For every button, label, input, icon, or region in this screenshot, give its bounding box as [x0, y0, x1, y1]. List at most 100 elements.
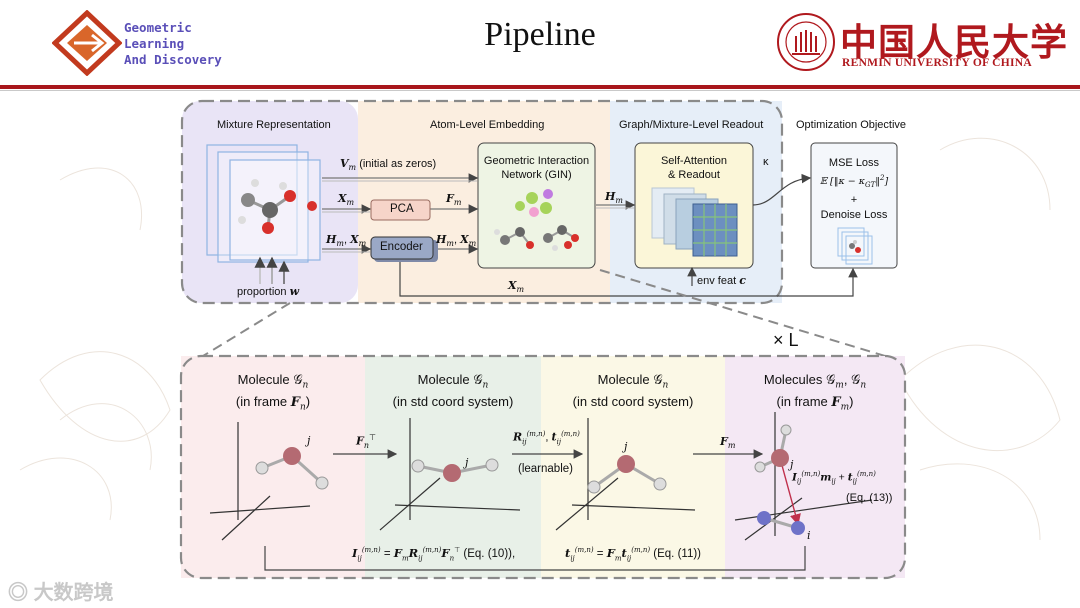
vm-arrow-label: Vm (initial as zeros): [340, 157, 437, 173]
panel4-molecules: [754, 424, 805, 535]
university-seal-icon: [777, 13, 835, 71]
gld-logo-icon: [52, 10, 122, 76]
section-label-mixture: Mixture Representation: [217, 119, 331, 131]
panel4-sub1: m: [835, 380, 844, 391]
panel4-frame: F: [831, 394, 841, 410]
zoom-line-left: [202, 302, 291, 357]
fm-arrow-label: Fm: [446, 192, 462, 208]
panel1-line1: Molecule 𝒢: [237, 372, 303, 387]
env-feat-label: env feat c: [697, 274, 746, 287]
panel1-axes: [209, 422, 311, 541]
panel1-sub1: n: [302, 380, 309, 391]
mse-formula: 𝔼 [‖κ − κGT‖2]: [819, 174, 889, 190]
panel1-bg: [181, 356, 365, 578]
proportion-label: proportion w: [237, 285, 300, 298]
section-label-atom: Atom-Level Embedding: [430, 119, 545, 131]
panel4-equation: Iij(m,n)mij + tij(m,n): [792, 470, 876, 486]
panel3-j-label: j: [624, 440, 628, 453]
denoise-loss-label: Denoise Loss: [820, 209, 888, 222]
page-title: Pipeline: [484, 16, 596, 53]
panel1-close: ): [305, 393, 311, 409]
panel4-title: Molecules 𝒢m, 𝒢n (in frame Fm): [725, 372, 905, 415]
zoom-line-right: [599, 269, 886, 357]
hm-xm-arrow-label-1: Hm, Xm: [326, 233, 367, 249]
section-label-readout: Graph/Mixture-Level Readout: [619, 119, 764, 131]
hm-gin-output-label: Hm: [605, 190, 623, 206]
hm-xm-arrow-label-2: Hm, Xm: [436, 233, 477, 249]
kappa-label: κ: [763, 156, 769, 168]
repeat-label: × L: [773, 330, 799, 350]
plus-sign: +: [850, 194, 858, 207]
panel4-j-label: j: [790, 458, 794, 471]
pca-label: PCA: [390, 203, 414, 215]
panel2-line1: Molecule 𝒢: [417, 372, 483, 387]
panel4-line1: Molecules 𝒢: [763, 372, 836, 387]
panel4-i-label: i: [807, 529, 811, 542]
rotation-translation-label: Rij(m,n), tij(m,n): [513, 430, 580, 446]
panel1-line2: (in frame: [235, 393, 291, 409]
panel1-title: Molecule 𝒢n (in frame Fn): [181, 372, 365, 415]
panel3-sub1: n: [662, 380, 669, 391]
mixture-molecule: [238, 179, 317, 234]
panel3-axes: [555, 418, 696, 531]
denoise-thumbnail: [837, 227, 873, 265]
equation-11: tij(m,n) = Fmtij(m,n) (Eq. (11)): [565, 546, 701, 563]
panel2-j-label: j: [465, 456, 469, 469]
equation-10-ref: (Eq. (10)),: [463, 548, 516, 560]
learnable-label: (learnable): [518, 463, 573, 475]
panel2-axes: [379, 418, 521, 531]
layer-dashed-frame: [179, 354, 907, 580]
panel1-frame: F: [290, 394, 300, 410]
panel4-sub2: m: [840, 402, 850, 413]
lab-name: Geometric Learning And Discovery: [124, 20, 222, 68]
gin-molecules: [494, 189, 579, 251]
panel2-sub1: n: [482, 380, 489, 391]
encoder-dashed-frame: [180, 99, 784, 305]
readout-title-line-1: Self-Attention: [660, 155, 728, 167]
xm-bottom-label: Xm: [508, 279, 525, 295]
mixture-frames: [206, 144, 321, 263]
panel2-molecule: [411, 458, 499, 482]
university-name-en: RENMIN UNIVERSITY OF CHINA: [842, 57, 1033, 69]
panel1-j-label: j: [307, 434, 311, 447]
lab-name-line-1: Geometric: [124, 20, 192, 35]
lab-name-line-2: Learning: [124, 36, 185, 51]
panel4-eq-ref: (Eq. (13)): [846, 492, 893, 504]
watermark-icon: ◎: [8, 582, 28, 604]
watermark-label: 大数跨境: [33, 582, 114, 604]
gin-title-line-2: Network (GIN): [501, 169, 572, 181]
panel1-sub2: n: [300, 402, 306, 413]
panel2-line2: (in std coord system): [392, 393, 514, 409]
section-label-optimization: Optimization Objective: [796, 119, 907, 131]
panel3-line2: (in std coord system): [572, 393, 694, 409]
readout-title: Self-Attention & Readout: [635, 154, 753, 182]
objective-text: MSE Loss 𝔼 [‖κ − κGT‖2] + Denoise Loss: [811, 156, 897, 223]
encoder-box: [370, 236, 434, 260]
watermark-text: ◎ 大数跨境: [8, 576, 114, 605]
gin-title-line-1: Geometric Interaction: [483, 155, 590, 167]
panel3-line1: Molecule 𝒢: [597, 372, 663, 387]
lab-name-line-3: And Discovery: [124, 52, 222, 67]
equation-11-ref: (Eq. (11)): [653, 548, 701, 560]
gin-title: Geometric Interaction Network (GIN): [478, 154, 595, 182]
fn-transpose-label: Fn⊤: [356, 433, 376, 450]
readout-title-line-2: & Readout: [668, 169, 720, 181]
header-divider-thin: [0, 90, 1080, 91]
panel3-title: Molecule 𝒢n (in std coord system): [541, 372, 725, 409]
pca-box: [370, 199, 431, 221]
xm-arrow-label: Xm: [338, 192, 355, 208]
panel4-mid: , 𝒢: [843, 372, 861, 387]
panel2-title: Molecule 𝒢n (in std coord system): [365, 372, 541, 409]
panel4-close: ): [849, 393, 854, 409]
fm-transform-label: Fm: [720, 435, 736, 451]
header-divider: [0, 85, 1080, 89]
env-feat-text: env feat: [697, 275, 737, 287]
panel1-molecule: [255, 447, 329, 490]
mse-loss-label: MSE Loss: [828, 157, 880, 169]
proportion-text: proportion: [237, 286, 287, 298]
panel3-molecule: [587, 455, 667, 494]
encoder-label: Encoder: [380, 241, 423, 253]
panel4-line2: (in frame: [776, 393, 832, 409]
attention-grid: [651, 187, 738, 257]
